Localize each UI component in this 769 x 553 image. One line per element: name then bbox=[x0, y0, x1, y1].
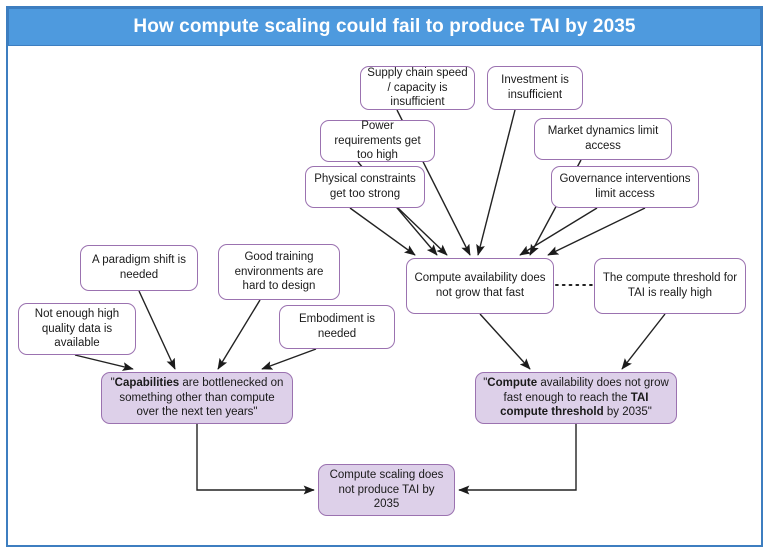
node-label-investment: Investment is insufficient bbox=[501, 74, 569, 101]
node-embodiment[interactable]: Embodiment is needed bbox=[279, 305, 395, 349]
edge-capabilities-to-final bbox=[196, 424, 315, 495]
page-title: How compute scaling could fail to produc… bbox=[133, 16, 636, 37]
edge-training_env-to-capabilities bbox=[217, 299, 261, 370]
node-label-physical: Physical constraints get too strong bbox=[314, 173, 416, 200]
diagram-title-bar: How compute scaling could fail to produc… bbox=[8, 8, 761, 46]
node-supply_chain[interactable]: Supply chain speed / capacity is insuffi… bbox=[360, 66, 475, 110]
node-label-threshold: The compute threshold for TAI is really … bbox=[602, 272, 738, 299]
edge-threshold-to-compute_concl bbox=[621, 313, 666, 370]
node-label-market: Market dynamics limit access bbox=[547, 125, 659, 152]
edge-investment-to-compute_avail bbox=[476, 109, 516, 256]
node-threshold[interactable]: The compute threshold for TAI is really … bbox=[594, 258, 746, 314]
node-compute_avail[interactable]: Compute availability does not grow that … bbox=[406, 258, 554, 314]
node-label-power: Power requirements get too high bbox=[334, 119, 421, 162]
edge-embodiment-to-capabilities bbox=[261, 348, 317, 370]
node-final[interactable]: Compute scaling does not produce TAI by … bbox=[318, 464, 455, 516]
node-capabilities[interactable]: "Capabilities are bottlenecked on someth… bbox=[101, 372, 293, 424]
node-training_env[interactable]: Good training environments are hard to d… bbox=[218, 244, 340, 300]
edge-compute_avail-to-compute_concl bbox=[479, 313, 531, 370]
edge-compute_concl-to-final bbox=[458, 424, 577, 495]
node-market[interactable]: Market dynamics limit access bbox=[534, 118, 672, 160]
node-label-data: Not enough high quality data is availabl… bbox=[34, 307, 120, 350]
node-investment[interactable]: Investment is insufficient bbox=[487, 66, 583, 110]
node-label-paradigm: A paradigm shift is needed bbox=[92, 254, 186, 281]
node-label-capabilities: "Capabilities are bottlenecked on someth… bbox=[110, 376, 284, 419]
node-power[interactable]: Power requirements get too high bbox=[320, 120, 435, 162]
node-label-embodiment: Embodiment is needed bbox=[298, 313, 376, 340]
node-label-training_env: Good training environments are hard to d… bbox=[234, 250, 324, 293]
edge-paradigm-to-capabilities bbox=[138, 290, 176, 370]
node-physical[interactable]: Physical constraints get too strong bbox=[305, 166, 425, 208]
node-data[interactable]: Not enough high quality data is availabl… bbox=[18, 303, 136, 355]
edge-physical-to-compute_avail bbox=[397, 207, 448, 256]
node-label-final: Compute scaling does not produce TAI by … bbox=[329, 468, 444, 511]
edge-data-to-capabilities bbox=[74, 354, 134, 371]
node-label-governance: Governance interventions limit access bbox=[559, 173, 691, 200]
edge-governance-to-compute_avail bbox=[519, 207, 598, 256]
edge-physical-to-compute_avail bbox=[349, 207, 416, 256]
node-compute_concl[interactable]: "Compute availability does not grow fast… bbox=[475, 372, 677, 424]
node-governance[interactable]: Governance interventions limit access bbox=[551, 166, 699, 208]
edge-governance-to-compute_avail bbox=[547, 207, 646, 256]
node-label-compute_concl: "Compute availability does not grow fast… bbox=[483, 376, 669, 419]
node-paradigm[interactable]: A paradigm shift is needed bbox=[80, 245, 198, 291]
node-label-supply_chain: Supply chain speed / capacity is insuffi… bbox=[367, 66, 468, 109]
node-label-compute_avail: Compute availability does not grow that … bbox=[414, 272, 546, 299]
